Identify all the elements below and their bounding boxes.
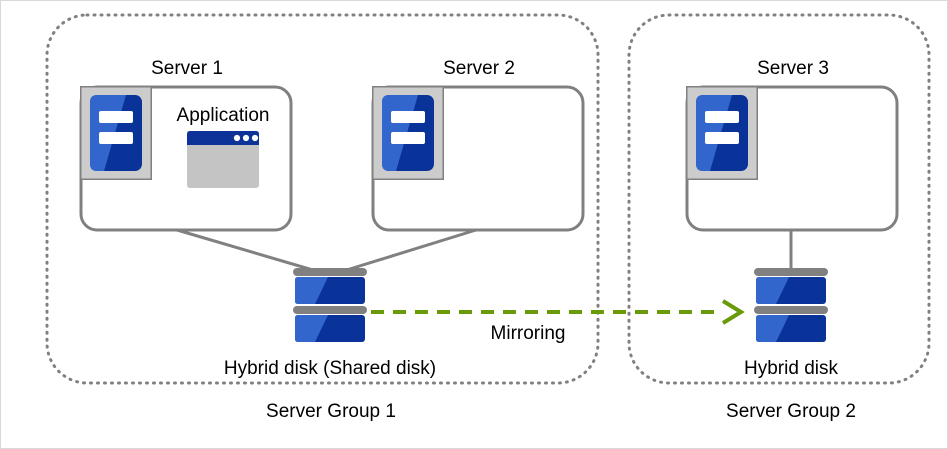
hybrid-disk-label: Hybrid disk	[744, 358, 838, 379]
server-group-2-boundary	[627, 13, 931, 385]
link-server2-to-shared-disk	[336, 228, 477, 275]
server-group-1-boundary	[45, 13, 600, 385]
server-group-2-label: Server Group 2	[726, 401, 856, 422]
server-3-title: Server 3	[757, 58, 829, 79]
server-2-title: Server 2	[443, 58, 515, 79]
arrow-right-icon	[721, 299, 745, 325]
mirroring-label: Mirroring	[490, 323, 566, 344]
hybrid-disk-shared-label: Hybrid disk (Shared disk)	[223, 358, 437, 379]
server-icon	[372, 86, 444, 180]
link-server1-to-shared-disk	[176, 228, 324, 275]
server-icon	[80, 86, 152, 180]
disk-stack-icon[interactable]	[754, 268, 828, 342]
application-window-icon	[187, 131, 259, 188]
server-group-1-label: Server Group 1	[266, 401, 396, 422]
application-label: Application	[176, 105, 270, 126]
disk-stack-icon[interactable]	[293, 268, 367, 342]
server-1-title: Server 1	[151, 58, 223, 79]
server-icon	[686, 86, 758, 180]
